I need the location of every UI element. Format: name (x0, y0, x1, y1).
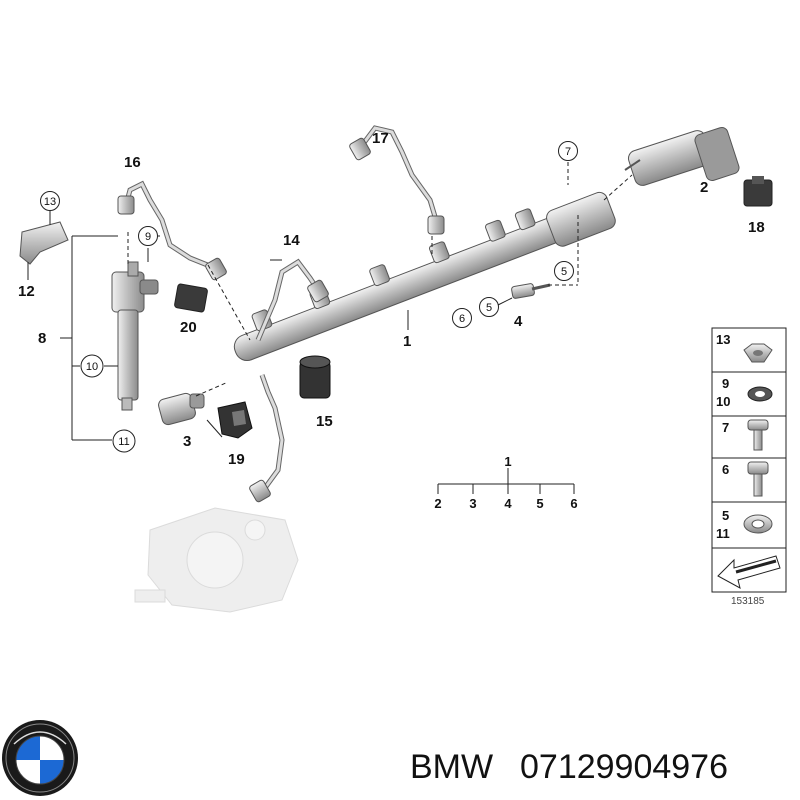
fuel-injector (111, 261, 159, 411)
rail-pressure-sensor (624, 126, 740, 186)
tree-root: 1 (504, 454, 511, 469)
connector-18 (743, 176, 773, 207)
injector-line-16 (123, 180, 216, 271)
svg-text:7: 7 (565, 146, 571, 158)
label-3: 3 (183, 433, 191, 450)
circle-label-5a: 5 (554, 261, 574, 281)
legend-9: 9 (722, 376, 729, 391)
tree-child-5: 5 (536, 496, 543, 511)
tree-child-2: 2 (434, 496, 441, 511)
connector-19 (217, 401, 253, 439)
high-pressure-pump (134, 507, 299, 613)
hardware-legend: 13 9 10 7 6 5 11 (711, 327, 787, 593)
svg-text:6: 6 (459, 313, 465, 325)
pump-supply-line (259, 374, 285, 494)
legend-10: 10 (716, 394, 730, 409)
diagram-number: 153185 (731, 596, 765, 607)
svg-text:5: 5 (486, 302, 492, 314)
legend-13: 13 (716, 332, 730, 347)
legend-6: 6 (722, 462, 729, 477)
insulator-15 (299, 355, 331, 399)
tree-child-6: 6 (570, 496, 577, 511)
circle-label-11: 11 (112, 429, 136, 453)
circle-label-6: 6 (452, 308, 472, 328)
connector-20 (174, 283, 208, 313)
bmw-roundel-icon (2, 720, 78, 796)
label-2: 2 (700, 179, 708, 196)
circle-label-9: 9 (138, 226, 158, 246)
tree-child-4: 4 (504, 496, 512, 511)
fuel-rail (233, 191, 616, 362)
footer-brand: BMW (410, 748, 493, 786)
svg-text:11: 11 (118, 436, 129, 448)
label-19: 19 (228, 451, 245, 468)
circle-label-7: 7 (558, 141, 578, 161)
direction-arrow-icon (717, 555, 781, 589)
label-4: 4 (514, 313, 523, 330)
circle-label-5b: 5 (479, 297, 499, 317)
injector-clamp (19, 221, 69, 265)
component-tree: 1 2 3 4 5 6 (434, 454, 577, 511)
label-17: 17 (372, 130, 389, 147)
svg-text:13: 13 (44, 196, 56, 208)
legend-7: 7 (722, 420, 729, 435)
legend-11: 11 (716, 526, 730, 541)
bolt-4 (511, 283, 551, 299)
label-16: 16 (124, 154, 141, 171)
label-8: 8 (38, 330, 46, 347)
svg-text:10: 10 (86, 361, 98, 373)
footer-part-number: 07129904976 (520, 748, 728, 786)
label-14: 14 (283, 232, 300, 249)
legend-5: 5 (722, 508, 729, 523)
svg-text:9: 9 (145, 231, 151, 243)
label-12: 12 (18, 283, 35, 300)
label-15: 15 (316, 413, 333, 430)
circle-label-13: 13 (40, 191, 60, 211)
sensor-3 (158, 392, 205, 426)
tree-child-3: 3 (469, 496, 476, 511)
label-1: 1 (403, 333, 411, 350)
injector-bracket (60, 235, 160, 441)
label-20: 20 (180, 319, 197, 336)
svg-text:5: 5 (561, 266, 567, 278)
label-18: 18 (748, 219, 765, 236)
circle-label-10: 10 (80, 354, 104, 378)
